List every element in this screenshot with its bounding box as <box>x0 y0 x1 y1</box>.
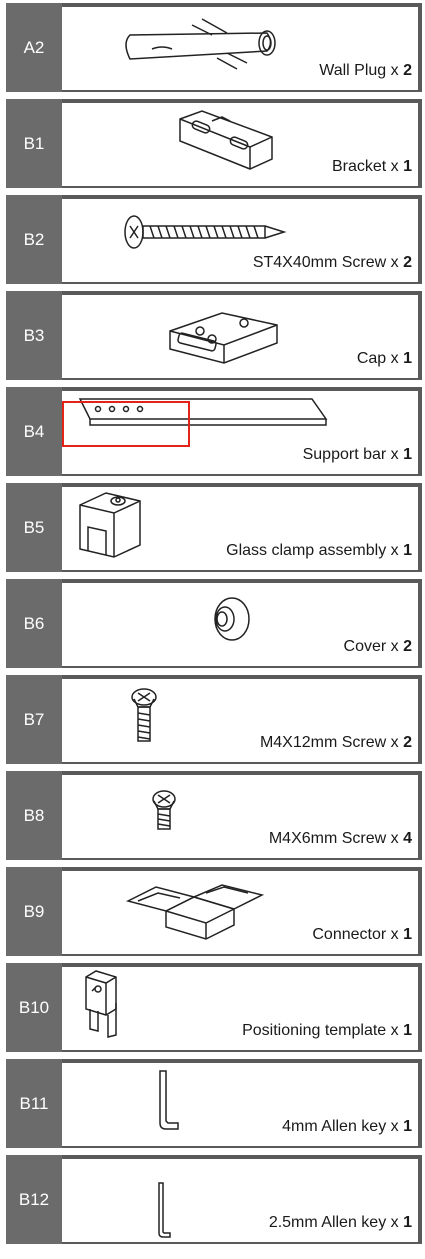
part-row-b10: B10 Positioning template x 1 <box>6 963 422 1052</box>
positioning-template-icon <box>85 970 117 1038</box>
cover-icon <box>214 597 250 641</box>
part-code: B12 <box>6 1155 62 1244</box>
part-label: ST4X40mm Screw x 2 <box>252 254 412 271</box>
part-code: B2 <box>6 195 62 284</box>
part-code: B7 <box>6 675 62 764</box>
part-row-b1: B1 Bracket x 1 <box>6 99 422 188</box>
support-bar-icon <box>78 398 328 426</box>
wall-plug-icon <box>125 18 276 70</box>
part-label: Bracket x 1 <box>331 158 412 175</box>
cap-icon <box>169 312 278 364</box>
part-code: B4 <box>6 387 62 476</box>
connector-icon <box>125 884 265 940</box>
part-label: Connector x 1 <box>312 926 412 943</box>
part-code: B6 <box>6 579 62 668</box>
part-code: B9 <box>6 867 62 956</box>
part-code: B11 <box>6 1059 62 1148</box>
screw-icon <box>124 215 287 249</box>
part-label: Support bar x 1 <box>302 446 412 463</box>
part-row-b11: B11 4mm Allen key x 1 <box>6 1059 422 1148</box>
part-code: B1 <box>6 99 62 188</box>
part-code: B10 <box>6 963 62 1052</box>
glass-clamp-icon <box>79 492 141 558</box>
part-code: B5 <box>6 483 62 572</box>
part-row-b6: B6 Cover x 2 <box>6 579 422 668</box>
part-label: M4X12mm Screw x 2 <box>259 734 412 751</box>
part-label: Cover x 2 <box>343 638 412 655</box>
part-label: Positioning template x 1 <box>242 1022 412 1039</box>
part-label: Glass clamp assembly x 1 <box>226 542 412 559</box>
part-row-b3: B3 Cap x 1 <box>6 291 422 380</box>
detail-highlight-box <box>62 401 190 447</box>
part-row-b5: B5 Glass clamp assembly x 1 <box>6 483 422 572</box>
part-row-b9: B9 Connector x 1 <box>6 867 422 956</box>
part-label: 4mm Allen key x 1 <box>282 1118 412 1135</box>
part-label: 2.5mm Allen key x 1 <box>268 1214 412 1231</box>
part-row-b7: B7 M4X12mm Screw x 2 <box>6 675 422 764</box>
part-code: B3 <box>6 291 62 380</box>
part-label: Wall Plug x 2 <box>319 62 412 79</box>
part-code: A2 <box>6 3 62 92</box>
part-row-b4: B4 Support bar x 1 <box>6 387 422 476</box>
part-row-b2: B2 ST4X40mm Screw x 2 <box>6 195 422 284</box>
allen-key-2-5mm-icon <box>158 1182 171 1238</box>
part-code: B8 <box>6 771 62 860</box>
part-row-b12: B12 2.5mm Allen key x 1 <box>6 1155 422 1244</box>
bracket-icon <box>179 110 273 170</box>
m4x12-screw-icon <box>131 688 157 742</box>
m4x6-screw-icon <box>152 790 176 830</box>
part-label: Cap x 1 <box>356 350 412 367</box>
part-label: M4X6mm Screw x 4 <box>268 830 412 847</box>
part-row-a2: A2 Wall Plug x 2 <box>6 3 422 92</box>
allen-key-4mm-icon <box>159 1070 179 1130</box>
part-row-b8: B8 M4X6mm Screw x 4 <box>6 771 422 860</box>
